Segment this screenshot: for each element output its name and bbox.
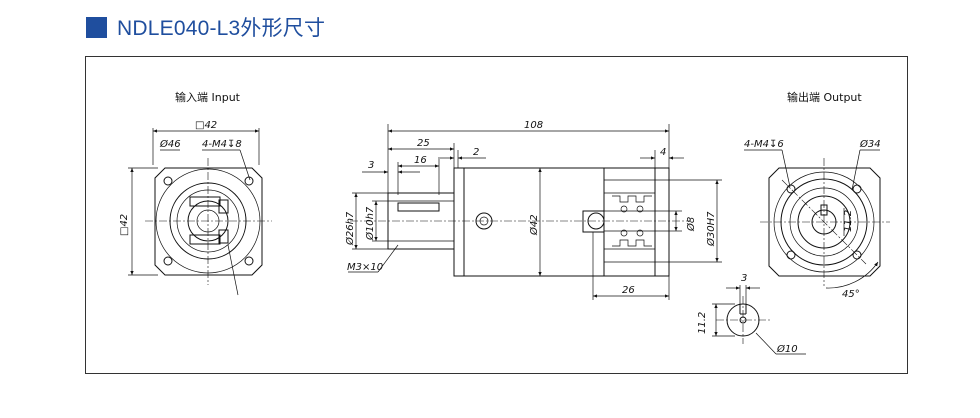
overall-length-dim: 108 [524,120,543,131]
length-2-dim: 2 [473,147,479,158]
thread-dim: M3×10 [347,262,383,273]
output-key-height-dim: 11.2 [843,210,854,232]
length-26-dim: 26 [622,285,635,296]
input-holes-dim: 4-M4↧8 [202,139,242,150]
output-angle-dim: 45° [842,289,860,300]
page-heading: NDLE040-L3外形尺寸 [86,12,325,42]
dia-26h7-dim: Ø26h7 [344,211,356,246]
length-3-dim: 3 [368,160,374,171]
output-holes-dim: 4-M4↧6 [744,139,784,150]
heading-square-icon [86,16,107,38]
shaft-height-dim: 11.2 [697,312,708,334]
length-16-dim: 16 [414,155,427,166]
input-pcd-dim: Ø46 [159,138,181,150]
input-square-top-dim: □42 [195,120,217,131]
input-end-view: 输入端 Input □42 Ø46 4-M4↧8 □42 [119,90,272,296]
shaft-dia-dim: Ø10 [776,343,798,355]
output-end-view: 输出端 Output 4-M4↧6 Ø34 11.2 45° [744,90,890,300]
input-view-label: 输入端 Input [175,90,241,104]
side-view: 108 25 16 2 3 4 [344,120,722,300]
output-view-label: 输出端 Output [787,90,862,104]
length-4-dim: 4 [660,147,666,158]
dia-8-dim: Ø8 [685,217,697,232]
shaft-detail-view: 3 11.2 Ø10 [697,273,806,355]
page-title: NDLE040-L3外形尺寸 [117,17,326,40]
input-square-left-dim: □42 [119,214,130,236]
dia-42-dim: Ø42 [528,214,540,236]
length-25-dim: 25 [417,138,430,149]
output-pcd-dim: Ø34 [859,138,881,150]
drawing-frame [85,56,908,374]
dia-30h7-dim: Ø30H7 [705,211,717,247]
shaft-width-dim: 3 [741,273,747,284]
dia-10h7-dim: Ø10h7 [364,206,376,241]
